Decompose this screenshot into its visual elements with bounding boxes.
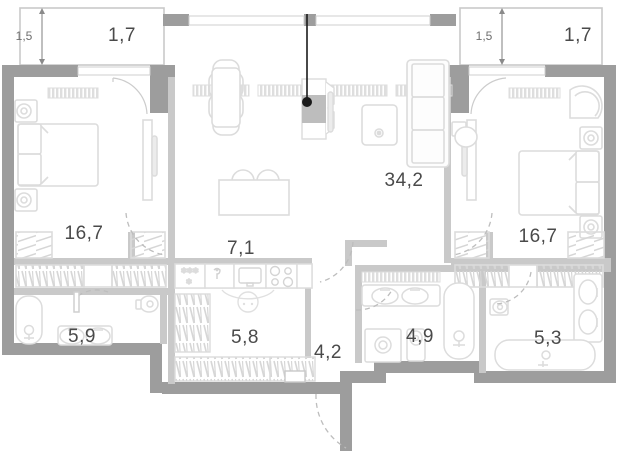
washbasin-icon <box>57 325 113 346</box>
washbasin-icon <box>573 273 603 343</box>
nightstand-icon <box>14 99 38 123</box>
window-balcony-right-door <box>468 66 546 76</box>
hall-elements <box>315 241 354 449</box>
door-swing-icon[interactable] <box>284 370 306 383</box>
bedroom-left-furniture <box>14 77 167 288</box>
balcony-right-depth: 1,5 <box>475 29 493 43</box>
kitchen-sink-icon <box>204 263 235 289</box>
pantry-area: 5,8 <box>231 327 259 348</box>
bathroom-right-area: 5,3 <box>534 328 562 349</box>
window-top-right <box>315 15 431 26</box>
window-balcony-left-door <box>77 66 151 76</box>
dishwasher-icon <box>233 263 267 289</box>
door-swing-icon[interactable] <box>495 271 532 305</box>
radiator-icon <box>508 87 561 99</box>
balcony-right <box>459 7 603 66</box>
balcony-left <box>19 7 165 66</box>
toilet-icon <box>406 328 426 362</box>
kitchen-area: 7,1 <box>227 238 255 259</box>
washing-machine-icon <box>364 328 402 363</box>
dining-table-icon <box>208 59 244 136</box>
wardrobe-icon <box>174 356 316 382</box>
coffee-table-icon <box>361 104 398 146</box>
bar-counter-icon <box>218 169 290 216</box>
wardrobe-icon <box>174 293 211 353</box>
balcony-left-area: 1,7 <box>108 25 136 46</box>
wardrobe-icon <box>15 264 167 288</box>
bedroom-left-area: 16,7 <box>64 223 104 244</box>
bar-stool-icon <box>231 169 280 182</box>
hall-area: 4,2 <box>314 342 342 363</box>
door-swing-icon[interactable] <box>355 289 393 311</box>
bed-icon <box>17 123 99 187</box>
bathroom-center-area: 4,9 <box>406 326 434 347</box>
bathtub-icon <box>15 295 43 345</box>
door-swing-icon[interactable] <box>125 212 166 256</box>
bathroom-right-fixtures <box>489 271 603 371</box>
door-swing-icon[interactable] <box>112 77 148 115</box>
bathroom-left-area: 5,9 <box>68 326 96 347</box>
wardrobe-icon <box>454 264 604 288</box>
radiator-icon <box>330 84 388 97</box>
bedroom-right-area: 16,7 <box>518 226 558 247</box>
living-room-area: 34,2 <box>384 170 424 191</box>
pointer-marker-icon[interactable] <box>302 14 312 107</box>
radiator-icon <box>361 271 441 283</box>
svg-text:✻: ✻ <box>186 278 192 286</box>
bathtub-icon <box>494 339 596 371</box>
bed-icon <box>518 150 600 216</box>
nightstand-icon <box>579 126 603 150</box>
toilet-icon <box>135 295 159 313</box>
bedroom-right-furniture <box>451 77 605 288</box>
toilet-icon <box>451 121 478 148</box>
wardrobe-icon <box>454 231 490 259</box>
wall-unit-icon <box>301 78 335 140</box>
wardrobe-icon <box>15 231 53 259</box>
balcony-right-dimension-arrow <box>499 8 505 65</box>
door-swing-icon[interactable] <box>73 289 109 313</box>
sofa-icon <box>406 59 450 168</box>
pendant-lamp-icon <box>221 289 275 313</box>
door-swing-icon[interactable] <box>470 77 507 115</box>
wardrobe-icon <box>142 119 158 201</box>
balcony-right-area: 1,7 <box>564 25 592 46</box>
cooktop-icon <box>265 263 298 289</box>
svg-text:✻✻✻: ✻✻✻ <box>181 267 199 275</box>
balcony-left-depth: 1,5 <box>15 29 33 43</box>
toilet-icon <box>489 298 509 316</box>
bathroom-left-fixtures <box>15 289 159 346</box>
bathroom-center-fixtures <box>355 271 475 363</box>
bathtub-icon <box>443 282 475 360</box>
wardrobe-icon <box>567 231 605 259</box>
radiator-icon <box>47 87 99 99</box>
armchair-icon <box>569 85 603 119</box>
kitchen-furniture: ✻✻✻ ✻ <box>174 263 316 383</box>
washbasin-icon <box>361 284 441 307</box>
structural-walls <box>2 14 616 451</box>
walls-layer: ✻✻✻ ✻ <box>2 7 616 451</box>
nightstand-icon <box>14 188 38 212</box>
door-swing-icon[interactable] <box>452 212 493 256</box>
window-top-left <box>188 15 305 26</box>
balcony-left-dimension-arrow <box>39 8 45 65</box>
refrigerator-icon: ✻✻✻ ✻ <box>174 263 206 289</box>
